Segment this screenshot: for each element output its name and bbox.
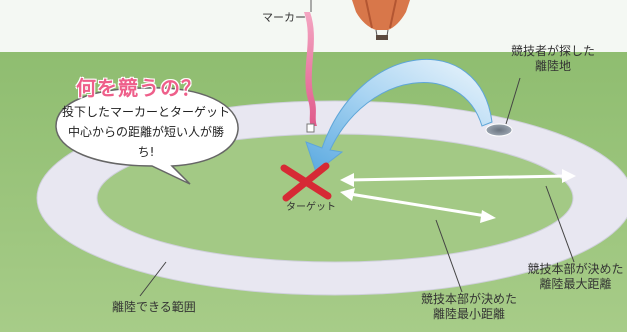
- min-distance-arrow: [340, 188, 496, 223]
- min-distance-label-line1: 競技本部が決めた: [420, 292, 517, 306]
- target-cross-icon: [280, 162, 332, 202]
- range-label-leader: [139, 261, 167, 297]
- bubble-body: 投下したマーカーとターゲット中心からの距離が短い人が勝ち!: [61, 105, 230, 159]
- max-distance-label-line1: 競技本部が決めた: [527, 262, 624, 276]
- marker-label: マーカー: [262, 11, 306, 24]
- landing-site-label-line2: 離陸地: [534, 59, 571, 73]
- target-label: ターゲット: [286, 202, 336, 213]
- landing-label-leader: [505, 77, 521, 125]
- hot-air-balloon-icon: [352, 0, 410, 40]
- min-distance-label: 競技本部が決めた 離陸最小距離: [412, 292, 526, 322]
- max-distance-label-line2: 離陸最大距離: [539, 277, 612, 291]
- landing-site-label: 競技者が探した 離陸地: [494, 44, 612, 74]
- landing-site-marker: [485, 123, 513, 137]
- max-distance-label: 競技本部が決めた 離陸最大距離: [524, 262, 627, 292]
- bubble-title: 何を競うの？: [76, 76, 202, 100]
- speech-bubble: [55, 87, 239, 185]
- flight-arc-arrow: [305, 58, 493, 173]
- marker-ribbon: [304, 0, 317, 133]
- landing-site-label-line1: 競技者が探した: [510, 44, 595, 58]
- max-label-leader: [545, 185, 575, 263]
- max-distance-arrow: [340, 169, 576, 187]
- takeoff-range-label: 離陸できる範囲: [112, 300, 196, 314]
- min-label-leader: [435, 219, 463, 293]
- min-distance-label-line2: 離陸最小距離: [432, 307, 505, 321]
